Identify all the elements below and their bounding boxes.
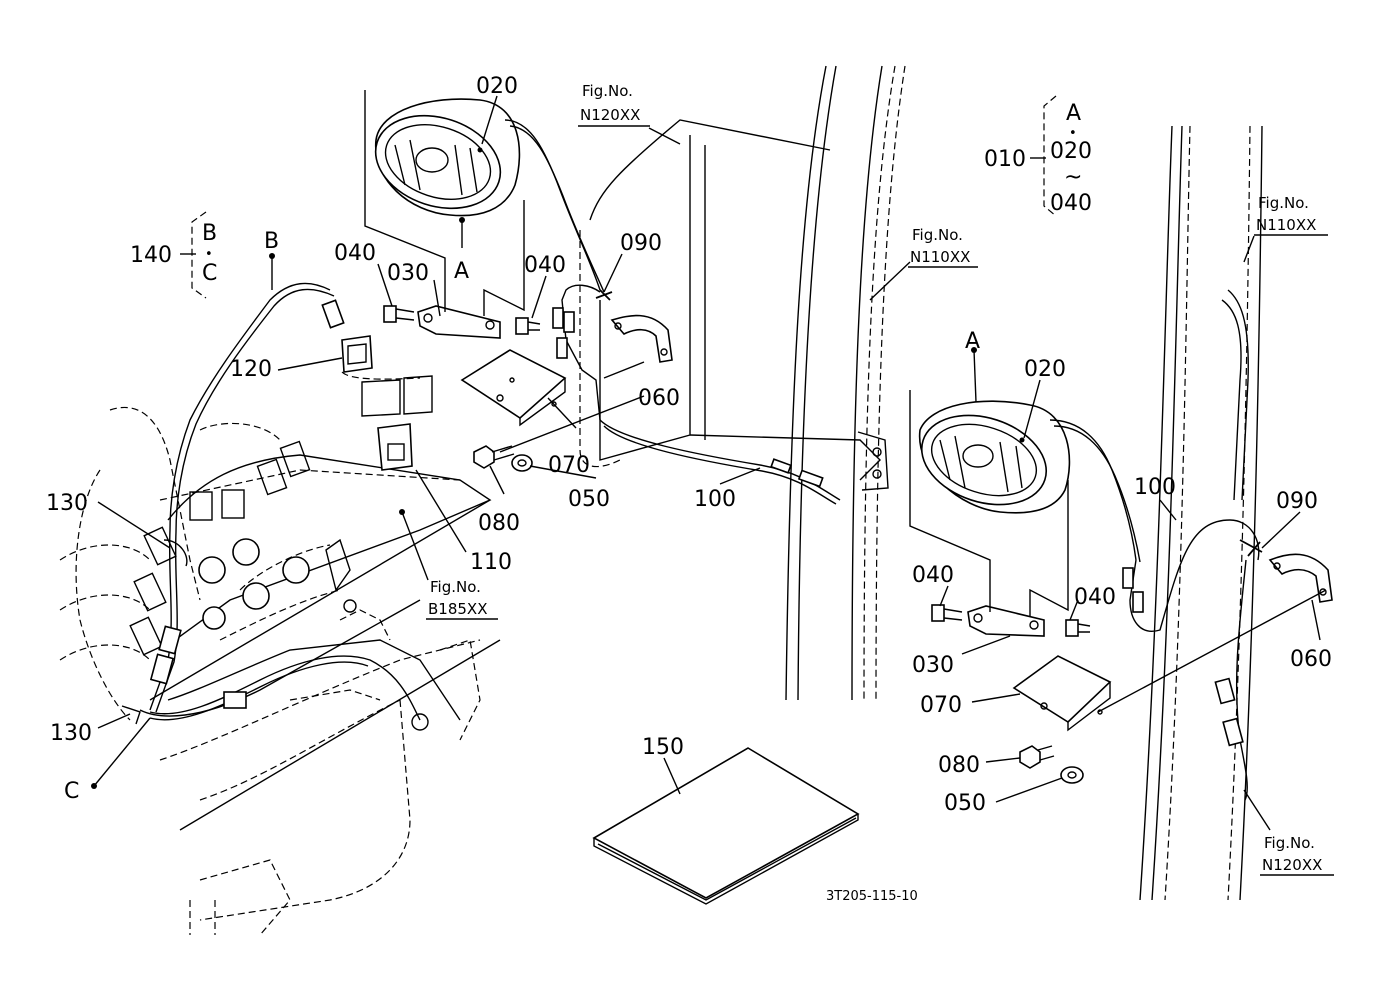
lamp-bracket-top bbox=[364, 90, 541, 339]
work-lamp-right bbox=[918, 400, 1141, 563]
lamp-bracket-right bbox=[909, 390, 1091, 637]
wiring-harness-140 bbox=[121, 282, 421, 725]
figref-b185-line2: B185XX bbox=[428, 600, 487, 618]
callout-060-right: 060 bbox=[1290, 647, 1332, 672]
callout-070-top: 070 bbox=[548, 453, 590, 478]
callout-080-right: 080 bbox=[938, 753, 980, 778]
callout-130-a: 130 bbox=[46, 491, 88, 516]
callout-040-b: 040 bbox=[524, 253, 566, 278]
clamp-060-right bbox=[1268, 553, 1333, 603]
callout-100-right: 100 bbox=[1134, 475, 1176, 500]
callout-070-right: 070 bbox=[920, 693, 962, 718]
leader-lines bbox=[91, 95, 1327, 831]
group-140: 140 B • C bbox=[130, 211, 217, 299]
callout-100-mid: 100 bbox=[694, 487, 736, 512]
callout-150: 150 bbox=[642, 735, 684, 760]
hardware-top bbox=[473, 445, 533, 472]
callout-050-right: 050 bbox=[944, 791, 986, 816]
cab-pillar-left bbox=[785, 65, 906, 701]
group-010-tilde: ~ bbox=[1064, 165, 1082, 190]
callout-110: 110 bbox=[470, 550, 512, 575]
figref-n120-bottom: Fig.No. N120XX bbox=[1260, 834, 1334, 876]
switch-110 bbox=[341, 371, 433, 471]
callout-040-c: 040 bbox=[912, 563, 954, 588]
figref-n110-right: Fig.No. N110XX bbox=[1254, 194, 1328, 236]
group-010-from: 020 bbox=[1050, 139, 1092, 164]
connector-right bbox=[1122, 289, 1263, 801]
clamp-060-top bbox=[610, 314, 673, 363]
figref-b185: Fig.No. B185XX bbox=[426, 578, 498, 620]
group-010-to: 040 bbox=[1050, 191, 1092, 216]
operator-manual bbox=[592, 747, 860, 905]
figref-n120-top-line1: Fig.No. bbox=[582, 82, 633, 100]
group-010-number: 010 bbox=[984, 147, 1026, 172]
group-010-first: A bbox=[1066, 101, 1081, 126]
group-140-first: B bbox=[202, 221, 217, 246]
callout-120: 120 bbox=[230, 357, 272, 382]
figref-n120-bottom-line1: Fig.No. bbox=[1264, 834, 1315, 852]
callout-030-right: 030 bbox=[912, 653, 954, 678]
switch-120 bbox=[341, 335, 373, 373]
figref-b185-line1: Fig.No. bbox=[430, 578, 481, 596]
figref-n110-right-line1: Fig.No. bbox=[1258, 194, 1309, 212]
callout-090-top: 090 bbox=[620, 231, 662, 256]
callout-060-top: 060 bbox=[638, 386, 680, 411]
figref-n110-mid: Fig.No. N110XX bbox=[908, 226, 978, 268]
hardware-right bbox=[1019, 745, 1084, 784]
plate-070-right bbox=[1012, 655, 1112, 732]
work-lamp-top bbox=[374, 98, 605, 293]
cab-pillar-right bbox=[1139, 125, 1263, 901]
figref-n120-bottom-line2: N120XX bbox=[1262, 856, 1322, 874]
letter-a-top: A bbox=[454, 259, 469, 284]
callout-050-top: 050 bbox=[568, 487, 610, 512]
group-010: 010 A • 020 ~ 040 bbox=[984, 95, 1092, 217]
callout-090-right: 090 bbox=[1276, 489, 1318, 514]
callout-080-top: 080 bbox=[478, 511, 520, 536]
callout-040-d: 040 bbox=[1074, 585, 1116, 610]
letter-c: C bbox=[64, 779, 79, 804]
plate-070-top bbox=[460, 349, 567, 427]
drawing-code: 3T205-115-10 bbox=[826, 889, 918, 904]
figref-n120-top-line2: N120XX bbox=[580, 106, 640, 124]
dashboard-panel bbox=[59, 406, 501, 936]
group-140-number: 140 bbox=[130, 243, 172, 268]
group-140-second: C bbox=[202, 261, 217, 286]
group-010-dot: • bbox=[1069, 126, 1077, 141]
callout-labels: 020 A 040 030 040 090 060 070 050 080 10… bbox=[46, 74, 1332, 816]
letter-b: B bbox=[264, 229, 279, 254]
figref-n110-right-line2: N110XX bbox=[1256, 216, 1316, 234]
group-140-dot: • bbox=[205, 247, 213, 262]
figref-n120-top: Fig.No. N120XX bbox=[578, 82, 650, 127]
callout-040-a: 040 bbox=[334, 241, 376, 266]
letter-a-right: A bbox=[965, 329, 980, 354]
rops-frame bbox=[579, 119, 889, 491]
figref-n110-mid-line2: N110XX bbox=[910, 248, 970, 266]
callout-030-top: 030 bbox=[387, 261, 429, 286]
figref-n110-mid-line1: Fig.No. bbox=[912, 226, 963, 244]
connector-top bbox=[552, 284, 613, 421]
callout-130-b: 130 bbox=[50, 721, 92, 746]
callout-020-right: 020 bbox=[1024, 357, 1066, 382]
callout-020-top: 020 bbox=[476, 74, 518, 99]
